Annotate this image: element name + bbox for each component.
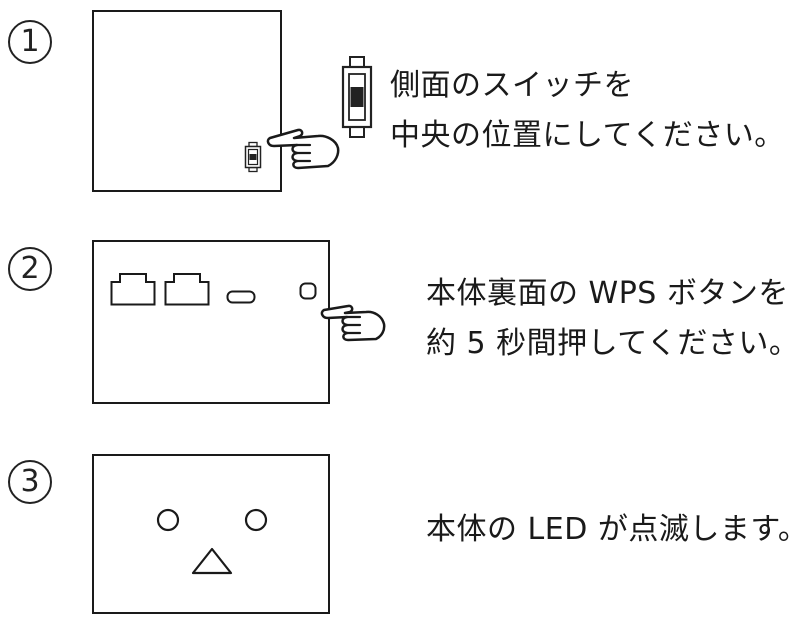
device-side-panel [92, 10, 282, 192]
side-switch-icon [244, 141, 262, 173]
step-number-2: 2 [8, 247, 52, 291]
step-2-instruction-line-2: 約 5 秒間押してください。 [426, 326, 800, 361]
usb-port-icon [226, 290, 256, 304]
led-icon [244, 508, 268, 532]
step-1-instruction-line-2: 中央の位置にしてください。 [390, 118, 785, 153]
lan-port-icon [110, 273, 156, 306]
device-front-panel [92, 454, 330, 614]
device-back-panel [92, 240, 330, 404]
step-number-3: 3 [8, 460, 52, 504]
pointing-hand-icon [266, 128, 340, 170]
pointing-hand-icon [320, 304, 386, 342]
side-switch-large-icon [341, 56, 373, 138]
lan-port-icon [164, 273, 210, 306]
step-2-instruction-line-1: 本体裏面の WPS ボタンを [426, 276, 789, 311]
step-number-1: 1 [8, 20, 52, 64]
step-1-instruction-line-1: 側面のスイッチを [390, 68, 634, 103]
wps-button-icon [299, 282, 317, 300]
led-icon [156, 508, 180, 532]
step-3-instruction: 本体の LED が点滅します。 [426, 512, 809, 547]
triangle-icon [191, 547, 233, 575]
